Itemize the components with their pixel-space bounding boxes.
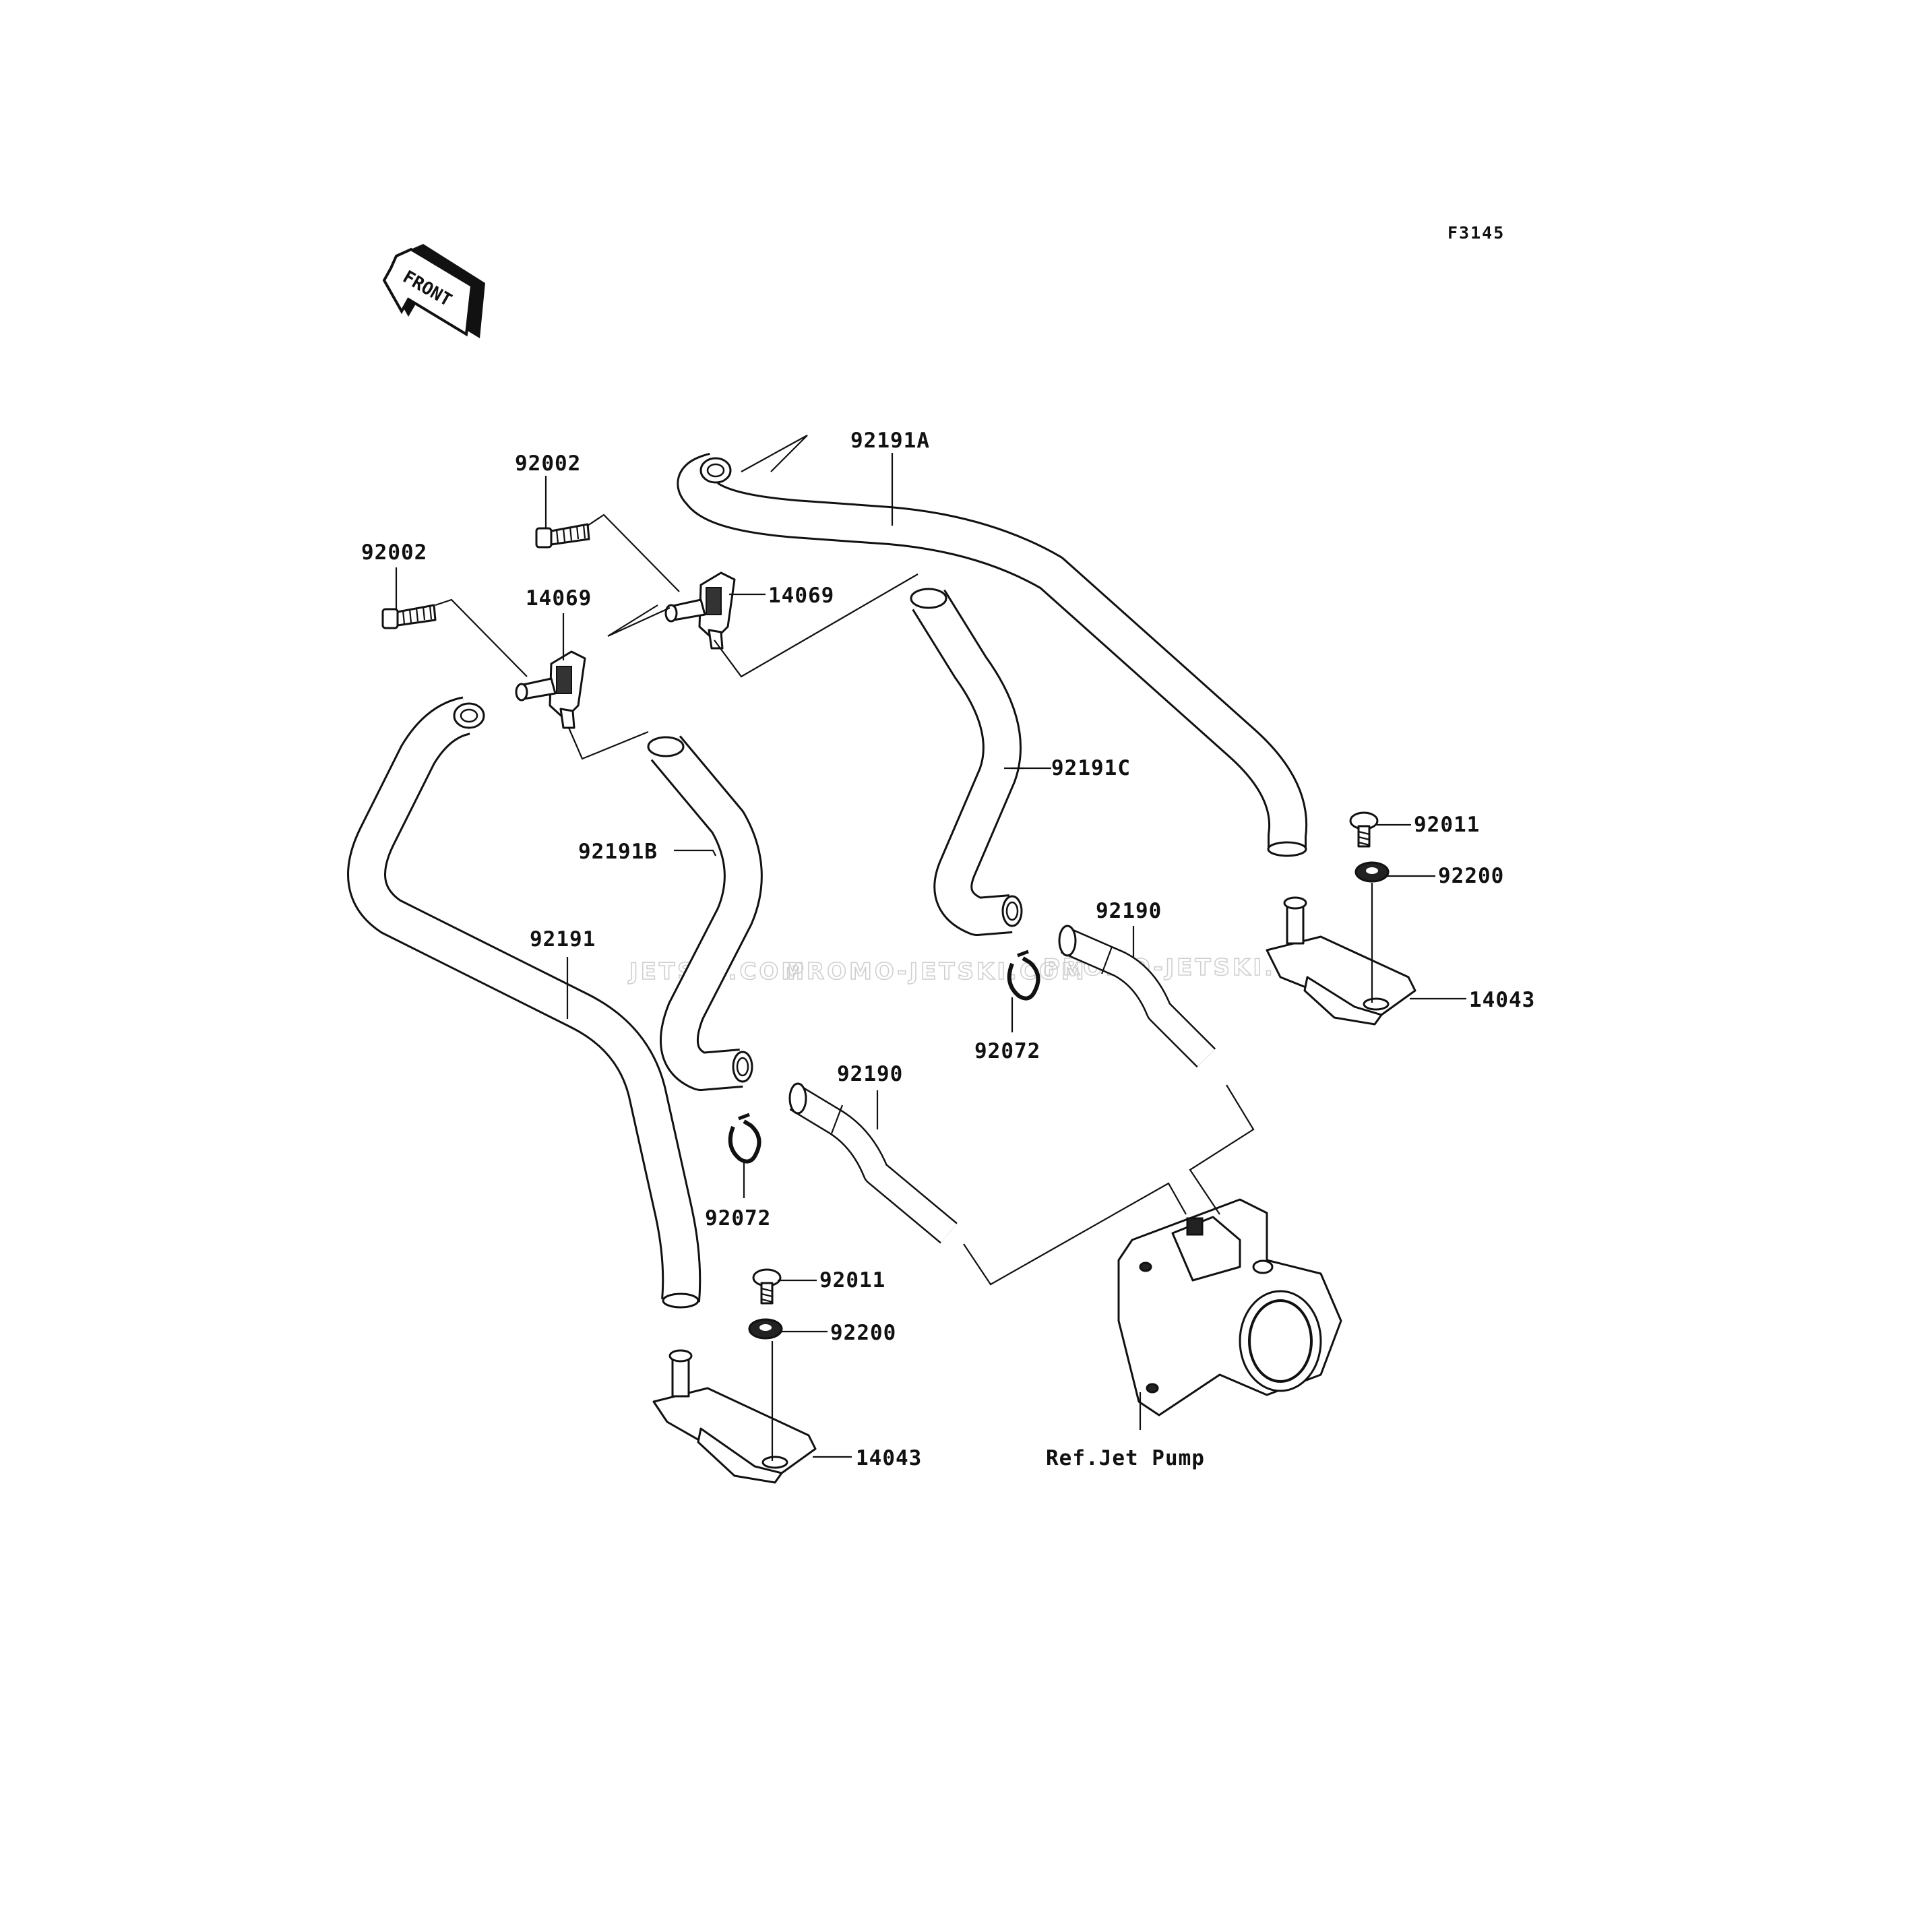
screw-92011-left xyxy=(752,1268,782,1305)
label-92191a: 92191A xyxy=(850,429,930,453)
label-92200-left: 92200 xyxy=(830,1321,896,1345)
front-arrow-icon: FRONT xyxy=(382,244,485,338)
label-92191: 92191 xyxy=(530,927,596,952)
hose-92191a xyxy=(677,452,1308,857)
hose-92191 xyxy=(347,696,702,1309)
label-92002-left: 92002 xyxy=(361,540,427,565)
figure-code: F3145 xyxy=(1447,223,1505,243)
fitting-14069-left xyxy=(515,650,586,729)
fitting-14069-right xyxy=(664,571,736,650)
hose-92191c xyxy=(910,588,1023,936)
label-92200-right: 92200 xyxy=(1438,864,1504,888)
hose-92190-right xyxy=(1058,925,1216,1068)
bolt-92002-left xyxy=(381,604,437,629)
label-92002-top: 92002 xyxy=(515,451,581,476)
bailer-14043-right xyxy=(1266,896,1416,1026)
label-92191b: 92191B xyxy=(578,840,658,864)
bolt-92002-top xyxy=(535,523,590,549)
label-92072-right: 92072 xyxy=(974,1039,1040,1063)
watermark-2: PROMO-JETSKI.COM xyxy=(787,958,1087,985)
jet-pump xyxy=(1117,1198,1342,1416)
label-14069-right: 14069 xyxy=(768,584,834,608)
label-92190-left: 92190 xyxy=(837,1062,903,1086)
label-14043-right: 14043 xyxy=(1469,988,1535,1012)
label-14069-left: 14069 xyxy=(526,586,592,611)
label-92011-left: 92011 xyxy=(819,1268,885,1292)
leader-lines xyxy=(395,435,1466,1461)
clamp-92072-left xyxy=(728,1113,761,1164)
label-92190-right: 92190 xyxy=(1096,899,1162,923)
hose-92190-left xyxy=(788,1082,958,1244)
label-14043-left: 14043 xyxy=(856,1446,922,1470)
hose-92191b xyxy=(647,735,763,1091)
clamp-92072-right xyxy=(1007,949,1040,1001)
washer-92200-left xyxy=(748,1318,783,1340)
label-ref-jet-pump: Ref.Jet Pump xyxy=(1046,1446,1205,1470)
bailer-14043-left xyxy=(652,1349,817,1484)
label-92011-right: 92011 xyxy=(1414,813,1480,837)
screw-92011-right xyxy=(1349,811,1379,848)
label-92191c: 92191C xyxy=(1051,756,1131,780)
label-92072-left: 92072 xyxy=(705,1206,771,1230)
washer-92200-right xyxy=(1354,861,1390,883)
